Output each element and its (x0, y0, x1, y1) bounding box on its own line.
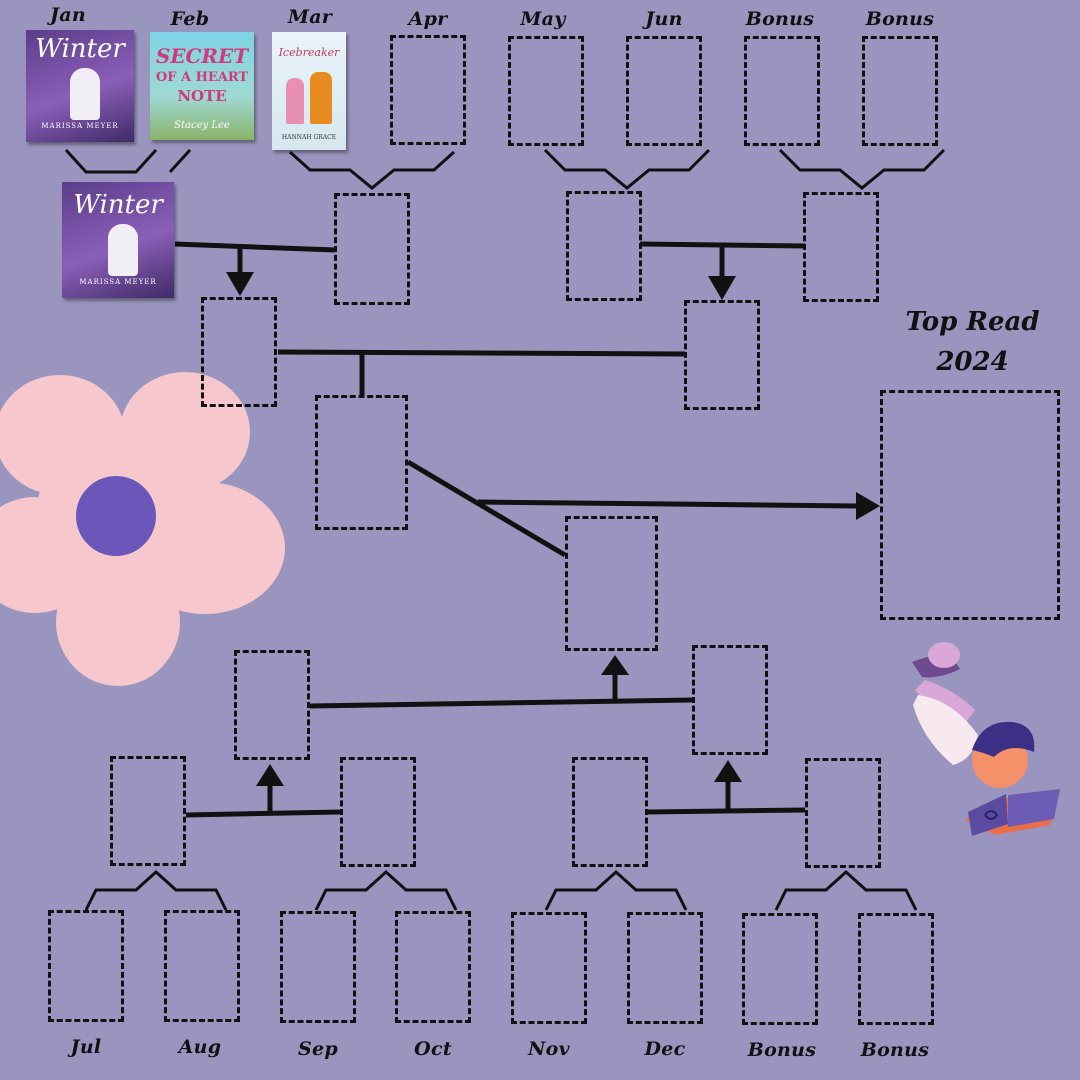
book-cover-mar[interactable]: Icebreaker HANNAH GRACE (272, 32, 346, 150)
month-label-jun: Jun (645, 8, 683, 30)
month-label-jul: Jul (70, 1036, 102, 1058)
slot-bonus-top-1[interactable] (744, 36, 820, 146)
slot-oct[interactable] (395, 911, 471, 1023)
book-author-feb: Stacey Lee (174, 120, 230, 131)
slot-round2-bonus-bottom[interactable] (805, 758, 881, 868)
cover-figure-mar-1 (286, 78, 304, 124)
slot-round3-top-left[interactable] (201, 297, 277, 407)
month-label-aug: Aug (178, 1036, 222, 1058)
slot-jun[interactable] (626, 36, 702, 146)
child-reading-book-illustration (912, 642, 1060, 836)
slot-round2-nov-dec[interactable] (572, 757, 648, 867)
book-title-feb-bottom: NOTE (177, 87, 227, 105)
slot-jul[interactable] (48, 910, 124, 1022)
book-title-feb-top: SECRET (155, 44, 249, 68)
slot-semifinal-bottom[interactable] (565, 516, 658, 651)
slot-bonus-bottom-2[interactable] (858, 913, 934, 1025)
month-label-feb: Feb (170, 8, 210, 30)
book-author-round2: MARISSA MEYER (79, 278, 157, 286)
month-label-bonus-1: Bonus (745, 8, 815, 30)
cover-figure-mar-2 (310, 72, 332, 124)
slot-round2-bonus-top[interactable] (803, 192, 879, 302)
top-read-title-line2: 2024 (936, 347, 1009, 377)
cover-figure-round2 (108, 224, 138, 276)
slot-round2-mar-apr[interactable] (334, 193, 410, 305)
month-label-oct: Oct (414, 1038, 452, 1060)
flower-illustration (0, 372, 285, 686)
slot-round2-jul-aug[interactable] (110, 756, 186, 866)
slot-bonus-bottom-1[interactable] (742, 913, 818, 1025)
month-label-jan: Jan (49, 4, 86, 26)
month-label-sep: Sep (298, 1038, 338, 1060)
top-read-title: Top Read 2024 (880, 302, 1065, 382)
slot-nov[interactable] (511, 912, 587, 1024)
slot-round2-sep-oct[interactable] (340, 757, 416, 867)
book-cover-round2-winner[interactable]: Winter MARISSA MEYER (62, 182, 174, 298)
month-label-dec: Dec (644, 1038, 686, 1060)
slot-semifinal-top[interactable] (315, 395, 408, 530)
slot-round3-top-right[interactable] (684, 300, 760, 410)
month-label-may: May (520, 8, 566, 30)
top-read-title-line1: Top Read (905, 307, 1040, 337)
month-label-nov: Nov (528, 1038, 570, 1060)
book-title-mar: Icebreaker (278, 46, 340, 59)
book-author-jan: MARISSA MEYER (41, 122, 119, 130)
slot-bonus-top-2[interactable] (862, 36, 938, 146)
book-title-feb-mid: OF A HEART (155, 70, 249, 85)
month-label-apr: Apr (408, 8, 448, 30)
slot-sep[interactable] (280, 911, 356, 1023)
slot-aug[interactable] (164, 910, 240, 1022)
cover-figure-jan (70, 68, 100, 120)
month-label-bonus-3: Bonus (747, 1039, 817, 1061)
book-title-round2: Winter (73, 190, 163, 220)
book-cover-jan[interactable]: Winter MARISSA MEYER (26, 30, 134, 142)
month-label-bonus-4: Bonus (860, 1039, 930, 1061)
book-author-mar: HANNAH GRACE (281, 134, 337, 141)
book-title-jan: Winter (35, 34, 125, 64)
slot-round3-bottom-right[interactable] (692, 645, 768, 755)
slot-may[interactable] (508, 36, 584, 146)
slot-round2-may-jun[interactable] (566, 191, 642, 301)
slot-round3-bottom-left[interactable] (234, 650, 310, 760)
slot-apr[interactable] (390, 35, 466, 145)
book-cover-feb[interactable]: SECRET OF A HEART NOTE Stacey Lee (150, 32, 254, 140)
month-label-bonus-2: Bonus (865, 8, 935, 30)
month-label-mar: Mar (287, 6, 333, 28)
slot-dec[interactable] (627, 912, 703, 1024)
slot-top-read-winner[interactable] (880, 390, 1060, 620)
